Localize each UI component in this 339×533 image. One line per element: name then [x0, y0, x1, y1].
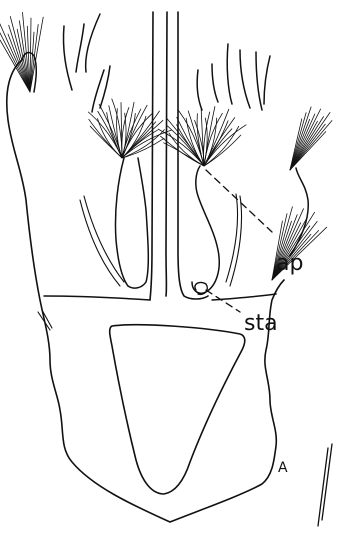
sta-leader-line — [206, 290, 240, 312]
upper-left-finger-1 — [63, 26, 72, 90]
seta-tuft-top-left — [0, 12, 43, 92]
upper-left-finger-4 — [100, 66, 110, 108]
seta-tuft-far-right-upper — [290, 107, 332, 170]
bottom-right-stroke — [318, 444, 332, 526]
upper-right-finger-1 — [227, 44, 232, 104]
seta-bristle — [8, 34, 30, 92]
seta-tuft-right — [158, 107, 246, 167]
panel-label: A — [278, 460, 288, 476]
upper-left-finger-2 — [86, 14, 100, 72]
inner-cavity — [110, 325, 245, 494]
left-chamber-inner-2 — [80, 200, 120, 286]
lower-border-line — [44, 294, 276, 300]
left-chamber — [115, 158, 148, 288]
upper-left-finger-5 — [92, 70, 104, 112]
seta-bristle — [290, 117, 324, 170]
central-rod-left — [150, 12, 153, 300]
upper-right-finger-5 — [197, 70, 202, 110]
central-rod-mid — [166, 12, 167, 296]
label-ap: ap — [276, 251, 303, 276]
right-chamber-inner — [226, 194, 238, 282]
body-outline — [7, 60, 284, 522]
upper-left-finger-3 — [76, 24, 84, 72]
upper-right-finger-3 — [256, 52, 262, 110]
ap-leader-line — [206, 170, 272, 232]
upper-right-finger-4 — [264, 56, 270, 104]
seta-bristle — [0, 23, 30, 93]
upper-right-finger-6 — [212, 64, 218, 102]
seta-bristle — [290, 113, 330, 171]
right-chamber — [192, 166, 219, 293]
upper-right-finger-2 — [240, 50, 250, 108]
seta-bristle — [158, 129, 204, 166]
label-sta: sta — [244, 311, 278, 336]
seta-bristle — [204, 126, 239, 166]
seta-tuft-left — [88, 99, 171, 158]
left-chamber-inner — [84, 196, 124, 282]
